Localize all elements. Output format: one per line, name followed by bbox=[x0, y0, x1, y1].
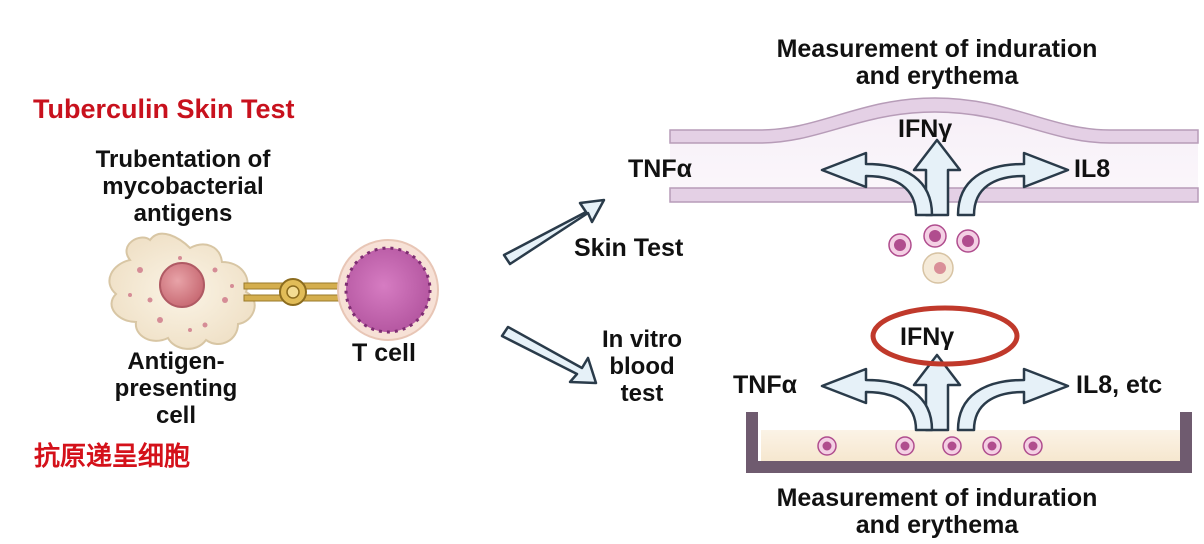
bottom-title-line-1: Measurement of induration bbox=[776, 484, 1098, 512]
cell-connector bbox=[243, 278, 345, 306]
apc-chinese-label: 抗原递呈细胞 bbox=[34, 442, 191, 472]
blood-test-line-1: In vitro bbox=[601, 326, 682, 353]
antigen-description: Trubentation of mycobacterial antigens bbox=[38, 146, 328, 227]
bottom-panel-title: Measurement of induration and erythema bbox=[702, 485, 1172, 539]
top-ifn-label: IFNγ bbox=[898, 115, 953, 143]
recruited-cells bbox=[888, 224, 980, 284]
apc-line-1: Antigen- bbox=[127, 348, 225, 375]
ifn-highlight-ring bbox=[870, 305, 1020, 367]
top-panel-title: Measurement of induration and erythema bbox=[702, 36, 1172, 90]
blood-test-line-3: test bbox=[620, 380, 664, 407]
diagram-title: Tuberculin Skin Test bbox=[33, 94, 295, 124]
bottom-cytokine-arrows bbox=[820, 353, 1070, 432]
antigen-line-1: Trubentation of bbox=[95, 146, 271, 173]
antigen-line-2: mycobacterial bbox=[102, 173, 264, 200]
blood-test-label: In vitro blood test bbox=[582, 326, 702, 407]
bottom-tnf-label: TNFα bbox=[733, 371, 797, 399]
apc-line-3: cell bbox=[155, 402, 197, 429]
top-cytokine-arrows bbox=[820, 138, 1070, 217]
t-cell-label: T cell bbox=[352, 339, 416, 367]
bottom-il8-label: IL8, etc bbox=[1076, 371, 1163, 399]
top-title-line-2: and erythema bbox=[855, 62, 1019, 90]
bottom-title-line-2: and erythema bbox=[855, 511, 1019, 539]
antigen-presenting-cell bbox=[108, 232, 256, 350]
bottom-ifn-label: IFNγ bbox=[900, 323, 955, 351]
apc-line-2: presenting bbox=[114, 375, 238, 402]
blood-test-arrow bbox=[500, 325, 598, 385]
top-tnf-label: TNFα bbox=[628, 155, 692, 183]
top-title-line-1: Measurement of induration bbox=[776, 35, 1098, 63]
antigen-line-3: antigens bbox=[133, 200, 233, 227]
top-il8-label: IL8 bbox=[1074, 155, 1111, 183]
blood-test-line-2: blood bbox=[609, 353, 675, 380]
culture-well bbox=[746, 412, 1192, 473]
skin-test-arrow bbox=[502, 198, 606, 266]
t-cell bbox=[337, 239, 439, 341]
skin-test-label: Skin Test bbox=[574, 234, 684, 262]
apc-label: Antigen- presenting cell bbox=[86, 348, 266, 429]
